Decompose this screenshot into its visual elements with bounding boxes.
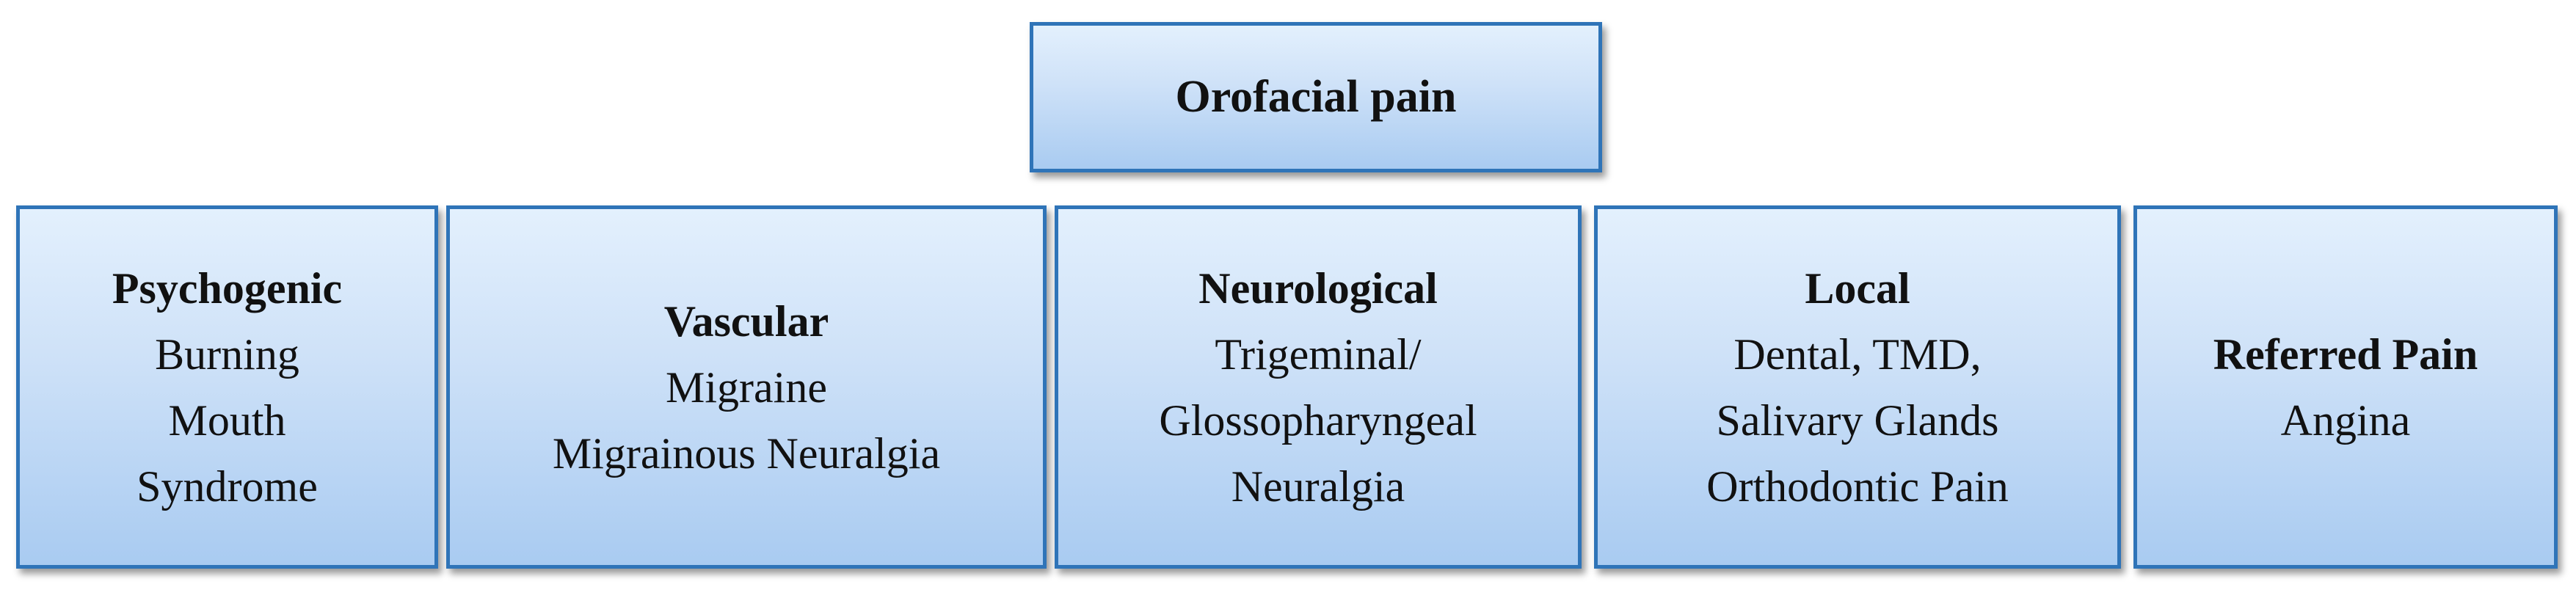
category-line: Migraine — [666, 362, 827, 412]
category-title: Psychogenic — [112, 263, 343, 313]
category-node-neurological: Neurological Trigeminal/ Glossopharyngea… — [1055, 205, 1582, 569]
category-node-local: Local Dental, TMD, Salivary Glands Ortho… — [1594, 205, 2121, 569]
category-title: Referred Pain — [2213, 329, 2478, 379]
category-title: Vascular — [663, 296, 829, 346]
category-node-psychogenic: Psychogenic Burning Mouth Syndrome — [16, 205, 438, 569]
category-node-vascular: Vascular Migraine Migrainous Neuralgia — [446, 205, 1047, 569]
category-line: Burning — [155, 329, 299, 379]
category-line: Migrainous Neuralgia — [552, 429, 941, 478]
root-node-title: Orofacial pain — [1175, 72, 1457, 123]
category-line: Orthodontic Pain — [1706, 462, 2009, 511]
category-line: Trigeminal/ — [1215, 329, 1422, 379]
category-line: Mouth — [168, 395, 286, 445]
category-title: Neurological — [1198, 263, 1438, 313]
category-line: Syndrome — [137, 462, 318, 511]
category-line: Salivary Glands — [1716, 395, 1999, 445]
root-node-orofacial-pain: Orofacial pain — [1030, 22, 1602, 172]
category-line: Neuralgia — [1231, 462, 1405, 511]
category-node-referred-pain: Referred Pain Angina — [2133, 205, 2558, 569]
category-line: Dental, TMD, — [1733, 329, 1982, 379]
category-line: Angina — [2280, 395, 2411, 445]
category-line: Glossopharyngeal — [1159, 395, 1477, 445]
category-title: Local — [1805, 263, 1910, 313]
